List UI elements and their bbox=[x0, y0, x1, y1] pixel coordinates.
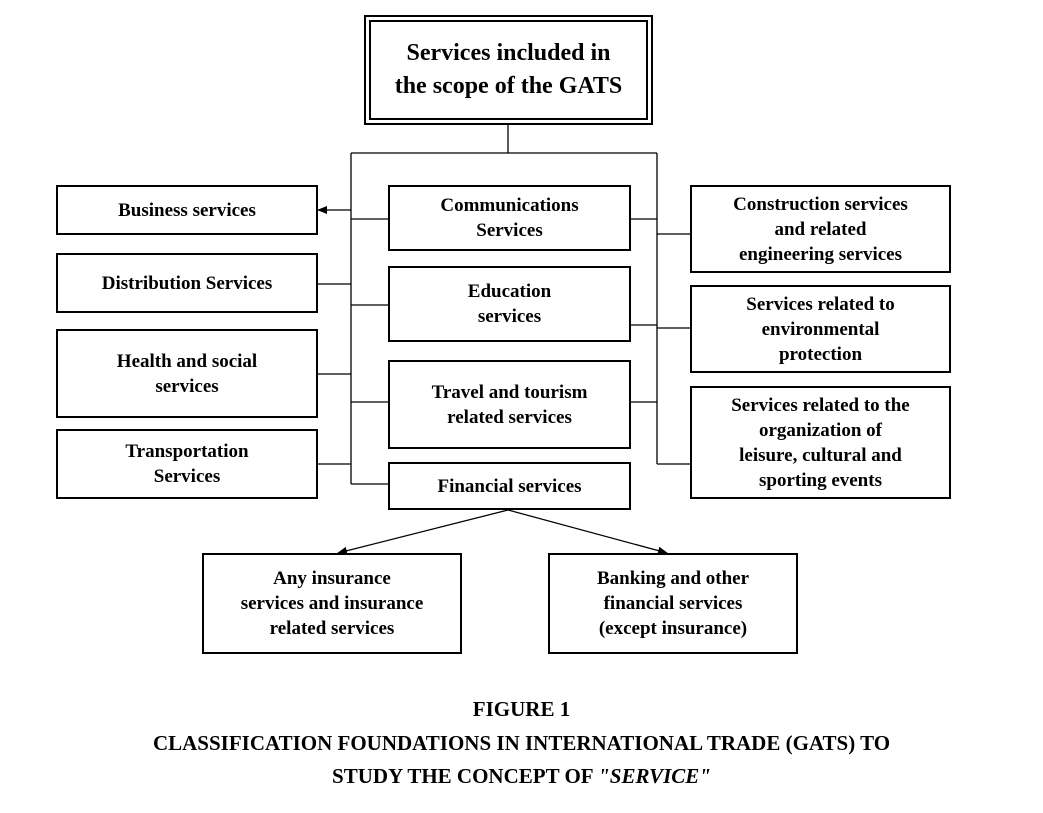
figure-title-line1: CLASSIFICATION FOUNDATIONS IN INTERNATIO… bbox=[152, 731, 891, 755]
financial-services-box: Financial services bbox=[388, 462, 631, 510]
environmental-services-box: Services related to environmental protec… bbox=[690, 285, 951, 373]
banking-services-box: Banking and other financial services (ex… bbox=[548, 553, 798, 654]
distribution-services-box: Distribution Services bbox=[56, 253, 318, 313]
figure-title-prefix: STUDY THE CONCEPT OF bbox=[332, 764, 599, 788]
root-box: Services included in the scope of the GA… bbox=[364, 15, 653, 125]
communications-services-box: Communications Services bbox=[388, 185, 631, 251]
health-social-services-box: Health and social services bbox=[56, 329, 318, 418]
business-services-box: Business services bbox=[56, 185, 318, 235]
figure-label: FIGURE 1 bbox=[472, 697, 571, 721]
education-services-box: Education services bbox=[388, 266, 631, 342]
transportation-services-box: Transportation Services bbox=[56, 429, 318, 499]
arrow-banking bbox=[507, 509, 668, 555]
arrow-insurance bbox=[337, 509, 509, 555]
leisure-cultural-services-box: Services related to the organization of … bbox=[690, 386, 951, 499]
travel-tourism-services-box: Travel and tourism related services bbox=[388, 360, 631, 449]
figure-title-emphasis: "SERVICE" bbox=[598, 764, 711, 788]
insurance-services-box: Any insurance services and insurance rel… bbox=[202, 553, 462, 654]
figure-title-line2: STUDY THE CONCEPT OF "SERVICE" bbox=[0, 764, 1043, 789]
construction-services-box: Construction services and related engine… bbox=[690, 185, 951, 273]
